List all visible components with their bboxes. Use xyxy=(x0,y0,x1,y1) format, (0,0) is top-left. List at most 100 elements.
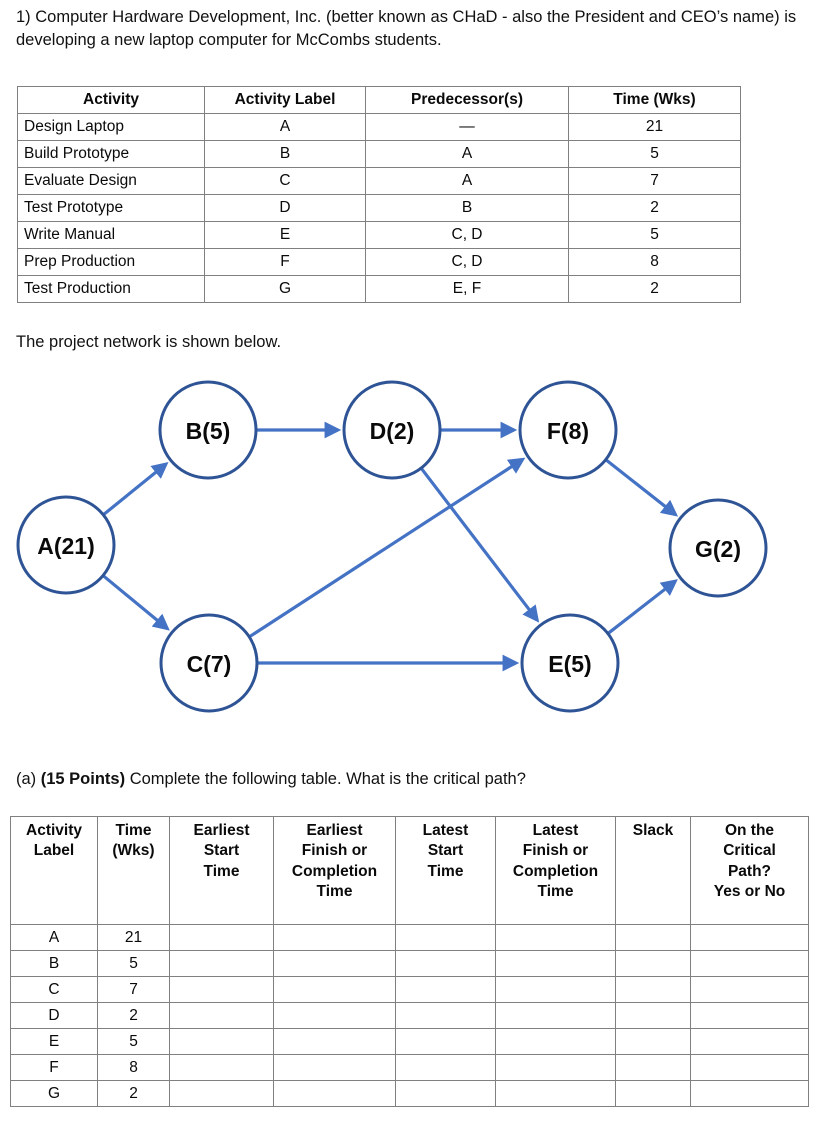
node-circle-a xyxy=(16,495,116,595)
network-edges xyxy=(102,421,679,672)
cell-activity-name: Write Manual xyxy=(17,221,205,249)
part-a-points: (15 Points) xyxy=(40,770,126,788)
network-nodes: A(21)B(5)C(7)D(2)E(5)F(8)G(2) xyxy=(16,380,768,713)
cell-predecessors: C, D xyxy=(365,248,569,276)
cell-latest-start[interactable] xyxy=(395,976,496,1003)
edge-c-to-f xyxy=(249,457,526,638)
node-label-b: B(5) xyxy=(186,418,231,444)
cell-time-weeks: 5 xyxy=(97,1028,170,1055)
cell-activity-label: F xyxy=(10,1054,98,1081)
cell-latest-finish[interactable] xyxy=(495,1054,616,1081)
edge-e-to-g xyxy=(607,579,678,635)
cell-earliest-finish[interactable] xyxy=(273,1028,396,1055)
cell-activity-name: Test Production xyxy=(17,275,205,303)
cell-latest-finish[interactable] xyxy=(495,950,616,977)
cell-time-weeks: 2 xyxy=(568,275,741,303)
cell-latest-finish[interactable] xyxy=(495,976,616,1003)
cell-earliest-finish[interactable] xyxy=(273,924,396,951)
cell-slack[interactable] xyxy=(615,1080,691,1107)
cell-activity-name: Test Prototype xyxy=(17,194,205,222)
cell-latest-finish[interactable] xyxy=(495,1002,616,1029)
cell-slack[interactable] xyxy=(615,1054,691,1081)
cell-time-weeks: 5 xyxy=(568,140,741,168)
cell-activity-label: G xyxy=(204,275,366,303)
cell-predecessors: A xyxy=(365,167,569,195)
cell-earliest-start[interactable] xyxy=(169,924,274,951)
cell-earliest-start[interactable] xyxy=(169,1080,274,1107)
cell-time-weeks: 2 xyxy=(97,1080,170,1107)
cell-time-weeks: 7 xyxy=(97,976,170,1003)
node-label-c: C(7) xyxy=(187,651,232,677)
cell-earliest-finish[interactable] xyxy=(273,1080,396,1107)
col-header-predecessors: Predecessor(s) xyxy=(365,86,569,114)
node-g: G(2) xyxy=(668,498,768,598)
cell-earliest-finish[interactable] xyxy=(273,1002,396,1029)
cell-latest-finish[interactable] xyxy=(495,1080,616,1107)
cell-time-weeks: 21 xyxy=(568,113,741,141)
cell-latest-finish[interactable] xyxy=(495,1028,616,1055)
cell-slack[interactable] xyxy=(615,976,691,1003)
cell-slack[interactable] xyxy=(615,1002,691,1029)
cell-earliest-finish[interactable] xyxy=(273,950,396,977)
cell-activity-label: E xyxy=(10,1028,98,1055)
node-label-e: E(5) xyxy=(548,651,591,677)
cell-slack[interactable] xyxy=(615,950,691,977)
cell-activity-label: C xyxy=(10,976,98,1003)
cell-latest-start[interactable] xyxy=(395,1054,496,1081)
node-label-d: D(2) xyxy=(370,418,415,444)
cell-earliest-start[interactable] xyxy=(169,950,274,977)
cell-on-critical-path[interactable] xyxy=(690,1054,809,1081)
cell-on-critical-path[interactable] xyxy=(690,1080,809,1107)
cell-latest-start[interactable] xyxy=(395,1002,496,1029)
cell-earliest-start[interactable] xyxy=(169,1002,274,1029)
cell-on-critical-path[interactable] xyxy=(690,976,809,1003)
node-e: E(5) xyxy=(520,613,620,713)
cell-activity-name: Evaluate Design xyxy=(17,167,205,195)
cell-latest-start[interactable] xyxy=(395,1080,496,1107)
cell-time-weeks: 21 xyxy=(97,924,170,951)
cell-activity-label: D xyxy=(204,194,366,222)
cell-slack[interactable] xyxy=(615,1028,691,1055)
cell-on-critical-path[interactable] xyxy=(690,1002,809,1029)
cell-time-weeks: 2 xyxy=(97,1002,170,1029)
cell-time-weeks: 8 xyxy=(568,248,741,276)
node-circle-f xyxy=(518,380,618,480)
cell-slack[interactable] xyxy=(615,924,691,951)
node-circle-b xyxy=(158,380,258,480)
cell-earliest-finish[interactable] xyxy=(273,976,396,1003)
cell-on-critical-path[interactable] xyxy=(690,1028,809,1055)
node-label-g: G(2) xyxy=(695,536,741,562)
cell-on-critical-path[interactable] xyxy=(690,950,809,977)
cell-time-weeks: 5 xyxy=(97,950,170,977)
node-circle-e xyxy=(520,613,620,713)
cell-earliest-start[interactable] xyxy=(169,1028,274,1055)
cell-latest-start[interactable] xyxy=(395,950,496,977)
cell-latest-start[interactable] xyxy=(395,1028,496,1055)
edge-a-to-b xyxy=(103,461,169,516)
cell-activity-label: E xyxy=(204,221,366,249)
edge-f-to-g xyxy=(605,459,679,517)
col-header-time-weeks: Time(Wks) xyxy=(97,816,170,925)
cell-latest-start[interactable] xyxy=(395,924,496,951)
cell-time-weeks: 2 xyxy=(568,194,741,222)
cell-latest-finish[interactable] xyxy=(495,924,616,951)
cell-earliest-start[interactable] xyxy=(169,976,274,1003)
problem-statement: 1) Computer Hardware Development, Inc. (… xyxy=(16,8,797,50)
cell-on-critical-path[interactable] xyxy=(690,924,809,951)
cell-earliest-start[interactable] xyxy=(169,1054,274,1081)
col-header-time: Time (Wks) xyxy=(568,86,741,114)
cell-predecessors: E, F xyxy=(365,275,569,303)
cell-earliest-finish[interactable] xyxy=(273,1054,396,1081)
